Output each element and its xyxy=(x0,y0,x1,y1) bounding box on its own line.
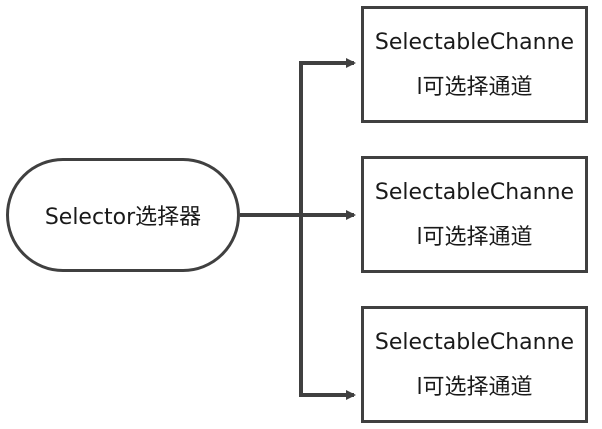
channel-2-label-line2: l可选择通道 xyxy=(416,224,533,250)
channel-1-label-line2: l可选择通道 xyxy=(416,74,533,100)
selector-node: Selector选择器 xyxy=(6,158,240,272)
channel-3-label-line1: SelectableChanne xyxy=(374,329,575,355)
channel-node-2: SelectableChanne l可选择通道 xyxy=(361,156,588,273)
selector-label: Selector选择器 xyxy=(44,205,202,230)
channel-2-label-line1: SelectableChanne xyxy=(374,179,575,205)
channel-node-1: SelectableChanne l可选择通道 xyxy=(361,6,588,123)
channel-node-3: SelectableChanne l可选择通道 xyxy=(361,306,588,423)
channel-1-label-line1: SelectableChanne xyxy=(374,29,575,55)
channel-3-label-line2: l可选择通道 xyxy=(416,374,533,400)
